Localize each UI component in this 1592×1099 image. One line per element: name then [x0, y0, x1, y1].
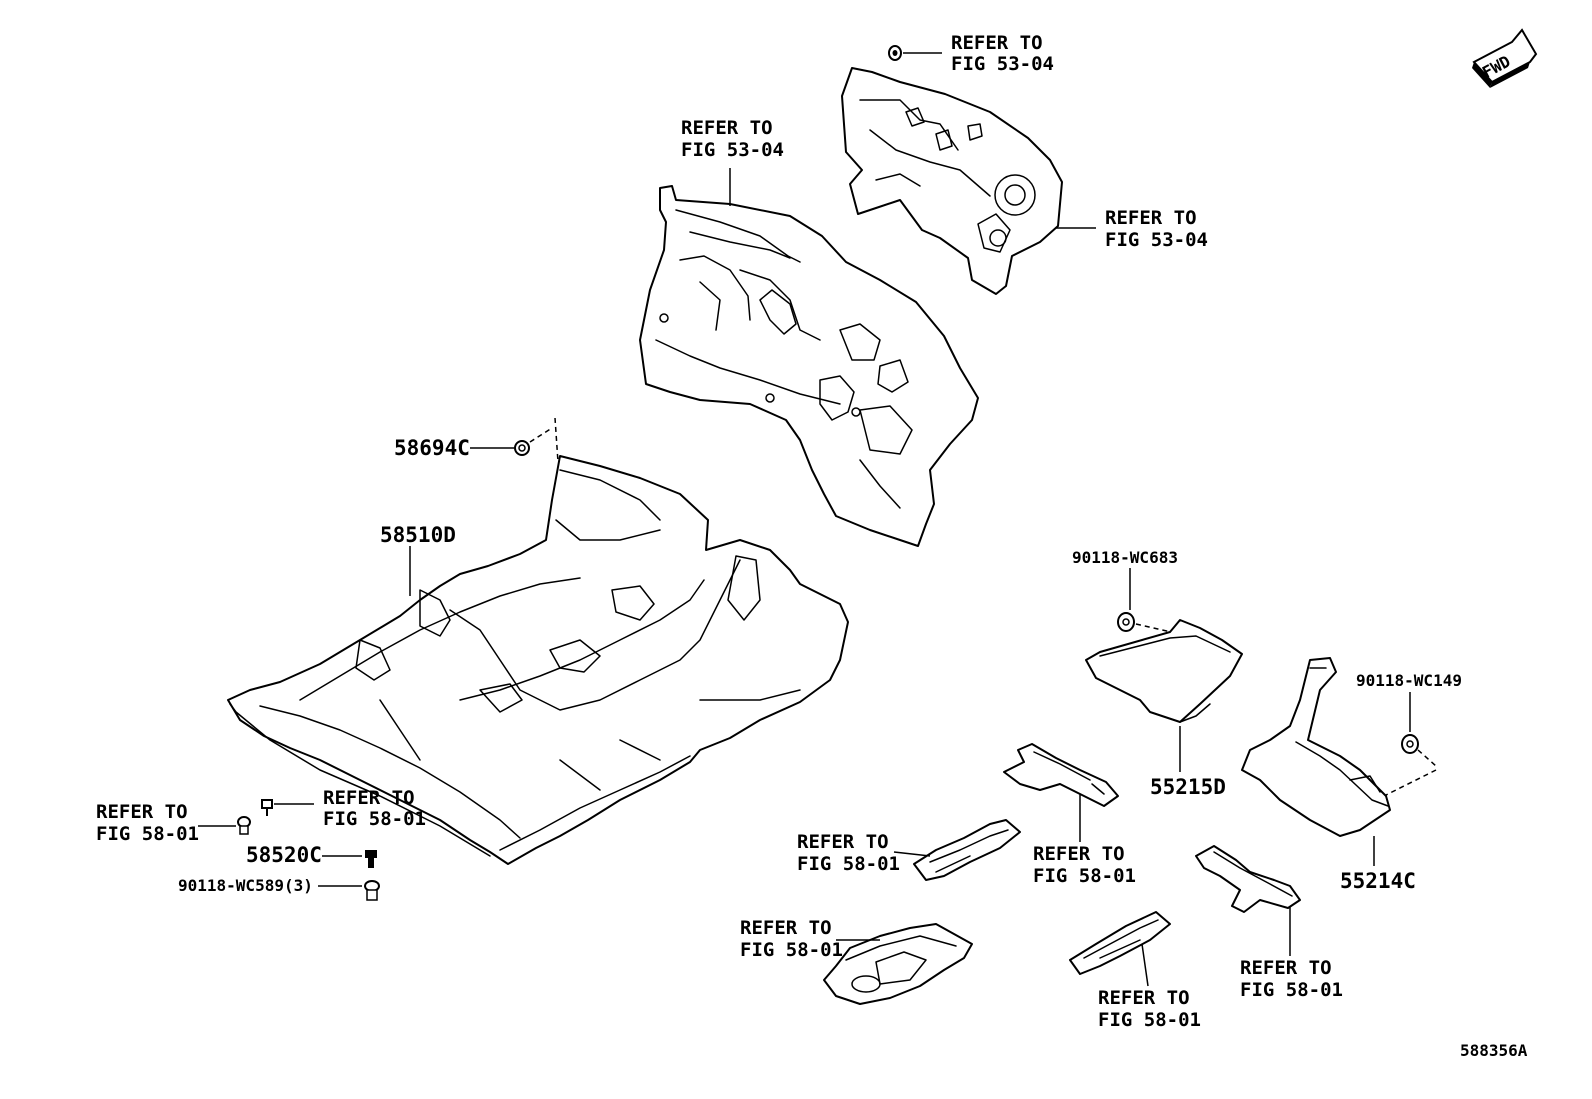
ref-plate-c-line1: REFER TO	[1240, 957, 1332, 979]
ref-left-bolt-2-line2: FIG 58-01	[323, 808, 426, 830]
ref-plate-c-line2: FIG 58-01	[1240, 979, 1343, 1001]
part-58694C-label: 58694C	[394, 436, 470, 460]
dash-panel-upper	[841, 67, 1063, 295]
ref-plate-d-line1: REFER TO	[740, 917, 832, 939]
ref-plate-a-line1: REFER TO	[1033, 843, 1125, 865]
ref-plate-e-line1: REFER TO	[1098, 987, 1190, 1009]
dash-insulator	[639, 185, 979, 547]
bolt-icon	[261, 799, 273, 816]
plate-a	[1003, 743, 1119, 807]
floor-carpet-58510D	[227, 455, 849, 865]
clip-90118-WC149-icon	[1401, 734, 1419, 754]
part-90118-WC683-label: 90118-WC683	[1072, 548, 1178, 567]
clip-58520C-icon	[365, 850, 377, 868]
part-55215D-label: 55215D	[1150, 775, 1226, 799]
diagram-id: 588356A	[1460, 1041, 1528, 1060]
clip-58694C-icon	[514, 440, 530, 456]
ref-top-clip-line2: FIG 53-04	[951, 53, 1054, 75]
clip-icon	[888, 45, 902, 61]
ref-dash-side-line1: REFER TO	[1105, 207, 1197, 229]
part-90118-WC589-label: 90118-WC589(3)	[178, 876, 313, 895]
ref-left-bolt-2-line1: REFER TO	[323, 787, 415, 809]
grommet-icon	[237, 816, 251, 835]
fwd-arrow-icon: FWD	[1472, 28, 1538, 88]
clip-90118-WC683-icon	[1117, 612, 1135, 632]
part-58510D-label: 58510D	[380, 523, 456, 547]
ref-plate-d-line2: FIG 58-01	[740, 939, 843, 961]
ref-plate-b-line1: REFER TO	[797, 831, 889, 853]
plate-d	[823, 923, 973, 1005]
ref-plate-b-line2: FIG 58-01	[797, 853, 900, 875]
nut-icon	[364, 880, 380, 901]
ref-dash-side-line2: FIG 53-04	[1105, 229, 1208, 251]
ref-left-bolt-line2: FIG 58-01	[96, 823, 199, 845]
ref-plate-e-line2: FIG 58-01	[1098, 1009, 1201, 1031]
part-55214C-label: 55214C	[1340, 869, 1416, 893]
ref-dash-insulator-line1: REFER TO	[681, 117, 773, 139]
part-90118-WC149-label: 90118-WC149	[1356, 671, 1462, 690]
plate-c	[1195, 845, 1301, 913]
ref-dash-insulator-line2: FIG 53-04	[681, 139, 784, 161]
part-58520C-label: 58520C	[246, 843, 322, 867]
pad-55215D	[1085, 619, 1243, 723]
plate-e	[1069, 911, 1171, 975]
ref-plate-a-line2: FIG 58-01	[1033, 865, 1136, 887]
ref-top-clip-line1: REFER TO	[951, 32, 1043, 54]
pad-55214C	[1241, 657, 1391, 837]
plate-b	[913, 819, 1021, 881]
ref-left-bolt-line1: REFER TO	[96, 801, 188, 823]
